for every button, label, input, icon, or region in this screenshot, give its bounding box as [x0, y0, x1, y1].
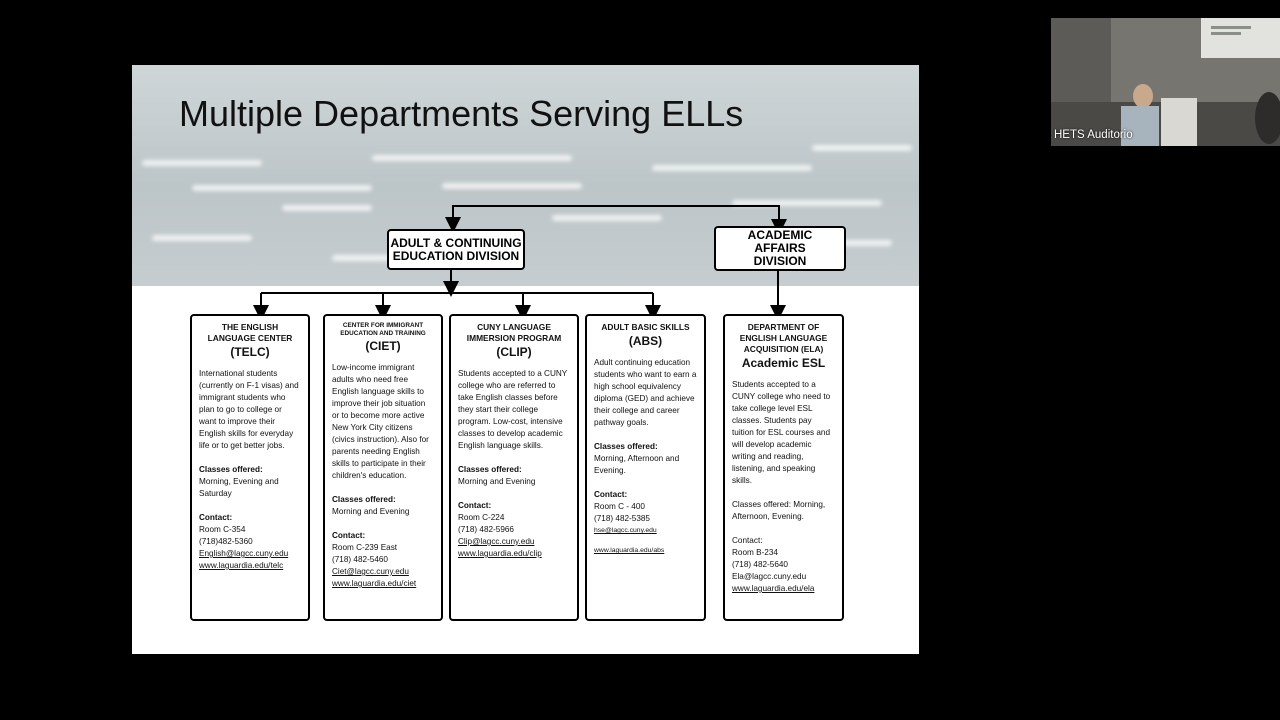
contact-email-link[interactable]: Ela@lagcc.cuny.edu — [732, 572, 807, 581]
contact-email-link[interactable]: Ciet@lagcc.cuny.edu — [332, 567, 409, 576]
classes-value: Morning and Evening — [458, 477, 536, 486]
department-acronym: Academic ESL — [741, 356, 826, 370]
academic-division-label: ACADEMIC AFFAIRS DIVISION — [747, 228, 813, 268]
department-box-ciet: CENTER FOR IMMIGRANT EDUCATION AND TRAIN… — [323, 314, 443, 621]
contact-phone: (718) 482-5966 — [458, 525, 514, 534]
contact-phone: (718) 482-5385 — [594, 514, 650, 523]
website-link[interactable]: www.laguardia.edu/ciet — [332, 579, 417, 588]
adult-division-label: ADULT & CONTINUING EDUCATION DIVISION — [390, 235, 522, 263]
slide-title: Multiple Departments Serving ELLs — [179, 93, 744, 134]
website-link[interactable]: www.laguardia.edu/telc — [199, 561, 284, 570]
video-participant-name: HETS Auditorio — [1054, 129, 1133, 141]
classes-value: Morning, Evening and Saturday — [199, 477, 279, 498]
contact-label: Contact: — [199, 513, 233, 522]
website-link[interactable]: www.laguardia.edu/abs — [594, 547, 665, 554]
department-heading: DEPARTMENT OF ENGLISH LANGUAGE ACQUISITI… — [739, 322, 828, 354]
department-box-telc: THE ENGLISH LANGUAGE CENTER (TELC) Inter… — [190, 314, 310, 621]
department-description: Adult continuing education students who … — [594, 358, 697, 427]
department-description: Students accepted to a CUNY college who … — [458, 369, 568, 450]
department-description: Students accepted to a CUNY college who … — [732, 380, 831, 485]
department-box-clip: CUNY LANGUAGE IMMERSION PROGRAM (CLIP) S… — [449, 314, 579, 621]
department-description: International students (currently on F-1… — [199, 369, 299, 450]
contact-phone: (718) 482-5640 — [732, 560, 788, 569]
classes-label: Classes offered: — [332, 495, 396, 504]
department-acronym: (ABS) — [628, 334, 663, 348]
department-heading: CUNY LANGUAGE IMMERSION PROGRAM — [466, 322, 562, 343]
academic-affairs-division-box: ACADEMIC AFFAIRS DIVISION — [714, 226, 846, 271]
classes-value: Morning, Afternoon and Evening. — [594, 454, 680, 475]
department-acronym: (CIET) — [365, 339, 401, 353]
presentation-slide: Multiple Departments Serving ELLs ADULT … — [132, 65, 919, 654]
department-heading: CENTER FOR IMMIGRANT EDUCATION AND TRAIN… — [340, 322, 426, 337]
slide-banner-background — [132, 65, 919, 286]
department-acronym: (TELC) — [230, 345, 270, 359]
website-link[interactable]: www.laguardia.edu/clip — [458, 549, 542, 558]
contact-label: Contact: — [332, 531, 366, 540]
classes-label: Classes offered: — [594, 442, 658, 451]
department-acronym: (CLIP) — [496, 345, 532, 359]
classes-label: Classes offered: — [199, 465, 263, 474]
department-box-ela: DEPARTMENT OF ENGLISH LANGUAGE ACQUISITI… — [723, 314, 844, 621]
department-box-abs: ADULT BASIC SKILLS (ABS) Adult continuin… — [585, 314, 706, 621]
adult-continuing-education-division-box: ADULT & CONTINUING EDUCATION DIVISION — [387, 229, 525, 270]
contact-room: Room C-354 — [199, 525, 246, 534]
contact-label: Contact: — [732, 536, 763, 545]
classes-value: Morning, Afternoon, Evening. — [732, 500, 826, 521]
contact-room: Room C-224 — [458, 513, 505, 522]
classes-label: Classes offered: — [732, 500, 792, 509]
contact-label: Contact: — [458, 501, 492, 510]
contact-room: Room C-239 East — [332, 543, 398, 552]
contact-email-link[interactable]: Clip@lagcc.cuny.edu — [458, 537, 535, 546]
speaker-video-frame — [1051, 18, 1280, 146]
contact-room: Room C - 400 — [594, 502, 645, 511]
contact-label: Contact: — [594, 490, 628, 499]
contact-email-link[interactable]: hse@lagcc.cuny.edu — [594, 527, 657, 534]
department-heading: ADULT BASIC SKILLS — [601, 322, 690, 332]
website-link[interactable]: www.laguardia.edu/ela — [732, 584, 815, 593]
department-heading: THE ENGLISH LANGUAGE CENTER — [207, 322, 293, 343]
contact-phone: (718) 482-5460 — [332, 555, 388, 564]
classes-value: Morning and Evening — [332, 507, 410, 516]
participant-video-thumbnail[interactable]: HETS Auditorio — [1051, 18, 1280, 146]
contact-phone: (718)482-5360 — [199, 537, 253, 546]
contact-email-link[interactable]: English@lagcc.cuny.edu — [199, 549, 289, 558]
department-description: Low-income immigrant adults who need fre… — [332, 363, 429, 480]
classes-label: Classes offered: — [458, 465, 522, 474]
contact-room: Room B-234 — [732, 548, 778, 557]
org-chart-connectors — [253, 205, 787, 321]
